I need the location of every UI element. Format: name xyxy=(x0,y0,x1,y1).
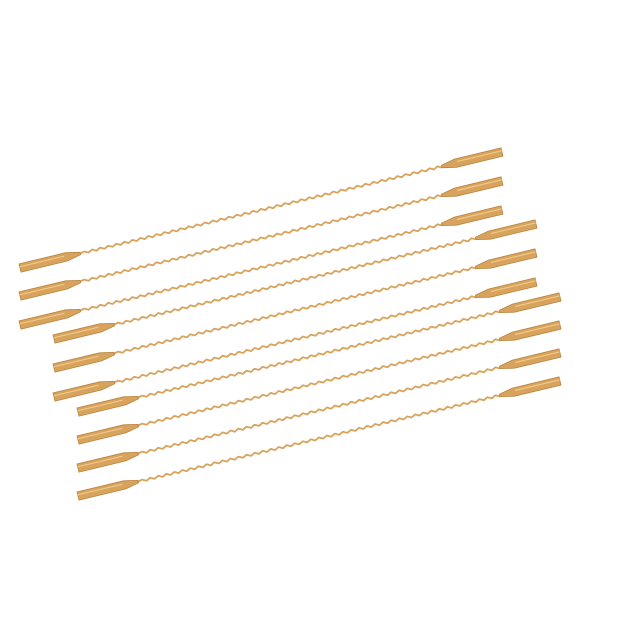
blade-end-tab xyxy=(76,479,140,501)
blade-tab-highlight xyxy=(77,427,123,440)
saw-blade xyxy=(52,277,538,402)
blade-tab-highlight xyxy=(514,379,560,392)
blade-wire xyxy=(79,223,443,312)
saw-blade xyxy=(18,147,504,273)
blade-tab-highlight xyxy=(77,399,123,412)
saw-blade xyxy=(52,219,538,344)
blade-tab-highlight xyxy=(77,483,123,496)
blade-tab-highlight xyxy=(490,251,536,264)
blade-end-tab xyxy=(52,322,116,344)
saw-blade xyxy=(52,248,538,373)
blade-end-tab xyxy=(18,279,82,301)
blade-tab-highlight xyxy=(490,280,536,293)
blade-wire xyxy=(113,295,477,384)
saw-blade xyxy=(76,376,562,501)
blade-tab-highlight xyxy=(514,295,560,308)
blade-wire xyxy=(79,194,443,283)
saw-blade xyxy=(18,205,504,330)
blade-tab-highlight xyxy=(490,222,536,235)
blade-tab-highlight xyxy=(514,351,560,364)
blade-set xyxy=(18,147,562,501)
blade-end-tab xyxy=(76,395,140,417)
blade-tab-highlight xyxy=(53,326,99,339)
blade-wire xyxy=(137,366,501,455)
blade-tab-highlight xyxy=(19,283,65,296)
saw-blade xyxy=(76,320,562,445)
blade-end-tab xyxy=(76,451,140,473)
blade-wire xyxy=(79,165,443,255)
blade-wire xyxy=(113,237,477,326)
blade-tab-highlight xyxy=(77,455,123,468)
blade-tab-highlight xyxy=(19,312,65,325)
blade-end-tab xyxy=(76,423,140,445)
blade-tab-highlight xyxy=(456,150,502,163)
blade-end-tab xyxy=(18,251,82,273)
blade-end-tab xyxy=(52,351,116,373)
blade-tab-highlight xyxy=(456,208,502,221)
blade-tab-highlight xyxy=(19,255,65,268)
blade-tab-highlight xyxy=(53,355,99,368)
blade-wire xyxy=(137,310,501,399)
blade-wire xyxy=(137,394,501,483)
blade-wire xyxy=(137,338,501,427)
blade-tab-highlight xyxy=(53,384,99,397)
saw-blade xyxy=(76,292,562,417)
saw-blade xyxy=(76,348,562,473)
blade-end-tab xyxy=(18,308,82,330)
blade-end-tab xyxy=(52,380,116,402)
blade-tab-highlight xyxy=(514,323,560,336)
blade-wire xyxy=(113,266,477,355)
blade-tab-highlight xyxy=(456,179,502,192)
saw-blade xyxy=(18,176,504,301)
